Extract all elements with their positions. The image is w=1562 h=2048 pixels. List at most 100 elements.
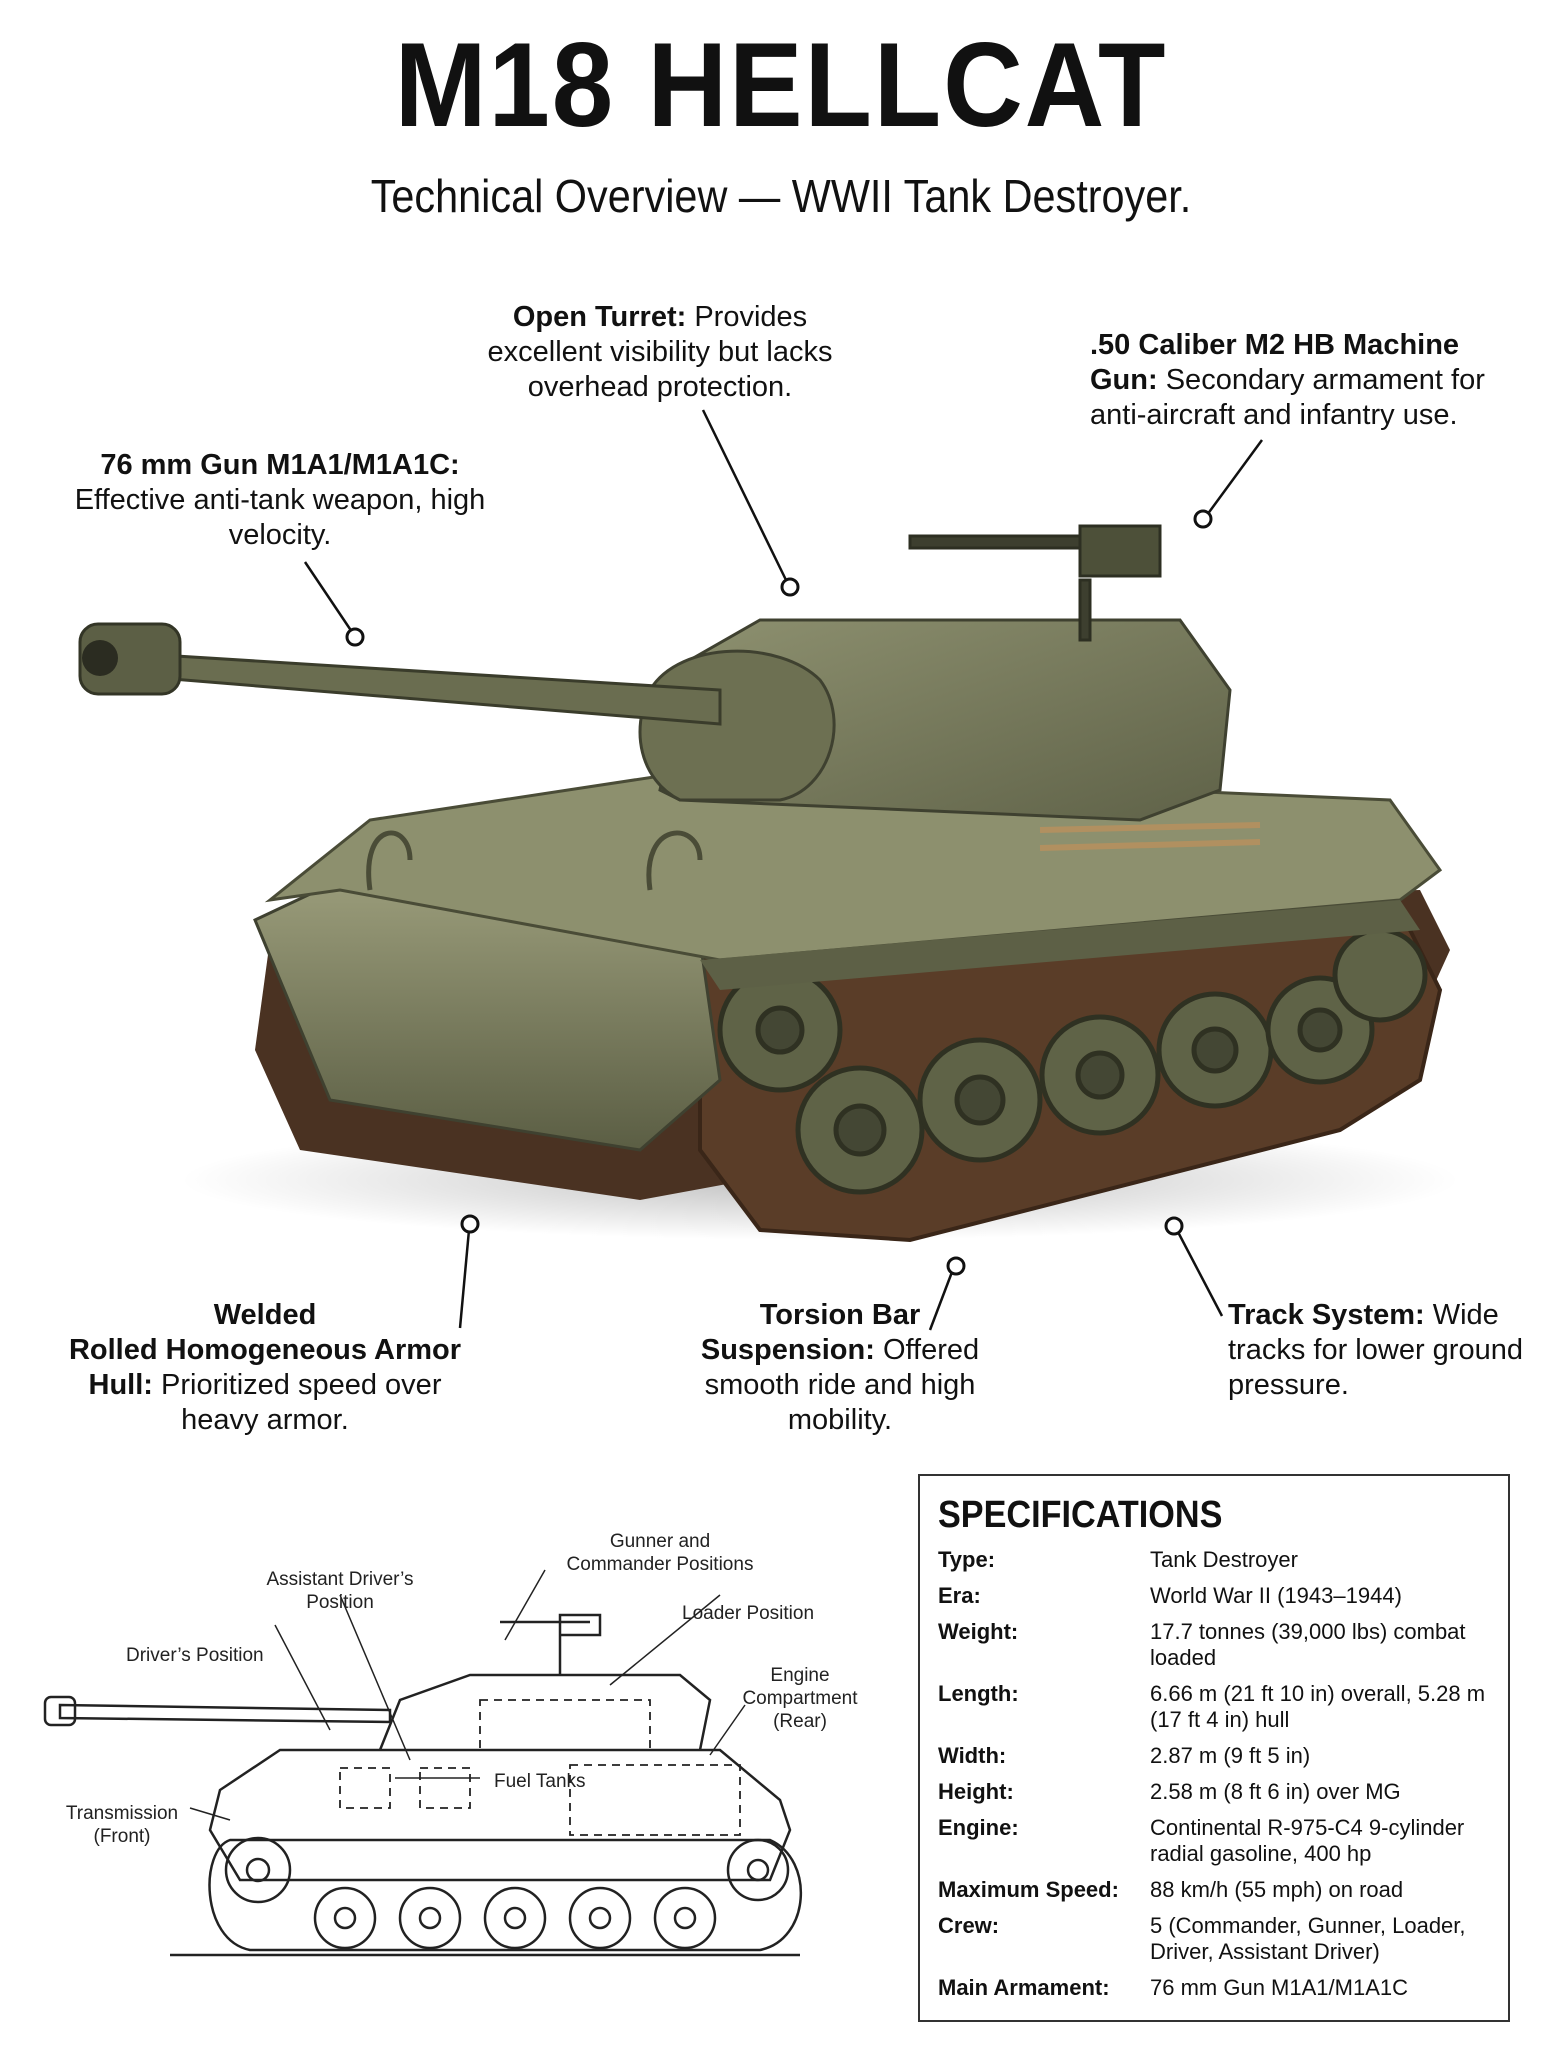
diagram-label-gunner: Gunner and Commander Positions — [560, 1530, 760, 1576]
spec-value: 6.66 m (21 ft 10 in) overall, 5.28 m (17… — [1150, 1681, 1486, 1732]
spec-value: 88 km/h (55 mph) on road — [1150, 1877, 1404, 1902]
spec-label: Length: — [938, 1681, 1019, 1706]
specifications-panel: SPECIFICATIONS Type: Tank Destroyer Era: W… — [918, 1474, 1510, 2022]
spec-row: Era: World War II (1943–1944) — [938, 1583, 1490, 1609]
headlight-guards — [366, 830, 703, 891]
diagram-label-asst-driver-2: Position — [306, 1592, 374, 1613]
spec-value: Continental R-975-C4 9-cylinder radial g… — [1150, 1815, 1465, 1866]
spec-row: Weight: 17.7 tonnes (39,000 lbs) combat l… — [938, 1619, 1490, 1671]
spec-value: 2.87 m (9 ft 5 in) — [1150, 1743, 1311, 1768]
spec-row: Height: 2.58 m (8 ft 6 in) over MG — [938, 1779, 1490, 1805]
spec-label: Height: — [938, 1779, 1014, 1804]
spec-row: Main Armament: 76 mm Gun M1A1/M1A1C — [938, 1975, 1490, 2001]
dot-hull — [460, 1214, 480, 1234]
diagram-fuel-tank-1 — [419, 1767, 471, 1809]
spec-row: Maximum Speed: 88 km/h (55 mph) on road — [938, 1877, 1490, 1903]
callout-leaders — [303, 409, 1264, 1331]
callout-turret-title: Open Turret: — [512, 301, 687, 333]
specifications-table: Type: Tank Destroyer Era: World War II (19… — [938, 1547, 1490, 2001]
diagram-turret — [378, 1673, 712, 1751]
diagram-track — [208, 1838, 802, 1952]
diagram-label-engine-2: Compartment — [742, 1688, 858, 1709]
spec-label: Crew: — [938, 1913, 1000, 1938]
diagram-fuel-tank-2 — [339, 1767, 391, 1809]
deck-rails — [1039, 822, 1261, 851]
dot-turret — [780, 577, 800, 597]
callout-tracks-text: Wide tracks for lower ground pressure. — [1228, 1299, 1523, 1401]
spec-label: Engine: — [938, 1815, 1019, 1840]
callout-tracks: Track System: Wide tracks for lower grou… — [1228, 1298, 1528, 1403]
tank-illustration — [78, 524, 1460, 1243]
diagram-label-driver: Driver’s Position — [126, 1645, 264, 1666]
machine-gun — [908, 524, 1162, 642]
diagram-label-loader: Loader Position — [682, 1603, 815, 1624]
diagram-label-transmission: Transmission (Front) — [52, 1802, 192, 1848]
leader-hull — [458, 1229, 471, 1329]
diagram-label-asst-driver: Assistant Driver’s Position — [240, 1568, 440, 1614]
spec-row: Type: Tank Destroyer — [938, 1547, 1490, 1573]
diagram-label-gunner-1: Gunner and — [609, 1531, 711, 1552]
dot-mg — [1193, 509, 1213, 529]
specifications-title: SPECIFICATIONS — [938, 1494, 1223, 1536]
diagram-label-gunner-2: Commander Positions — [566, 1554, 754, 1575]
leader-tracks — [1176, 1231, 1224, 1317]
diagram-label-engine-3: (Rear) — [773, 1711, 827, 1732]
diagram-label-asst-driver-1: Assistant Driver’s — [266, 1569, 414, 1590]
spec-value: Tank Destroyer — [1150, 1547, 1298, 1572]
dot-gun — [345, 627, 365, 647]
spec-row: Crew: 5 (Commander, Gunner, Loader, Drive… — [938, 1913, 1490, 1965]
diagram-turret-interior — [479, 1699, 651, 1751]
callout-hull-text: Prioritized speed over heavy armor. — [161, 1369, 442, 1436]
callout-gun-title: 76 mm Gun M1A1/M1A1C: — [100, 449, 460, 481]
callout-turret-text: Provides excellent visibility but lacks … — [487, 301, 833, 403]
hull-side — [700, 900, 1420, 990]
spec-value: 5 (Commander, Gunner, Loader, Driver, As… — [1150, 1913, 1466, 1964]
spec-value: World War II (1943–1944) — [1150, 1583, 1402, 1608]
dot-tracks — [1164, 1216, 1184, 1236]
callout-gun: 76 mm Gun M1A1/M1A1C: Effective anti-tan… — [70, 448, 490, 553]
leader-suspension — [928, 1271, 954, 1331]
callout-suspension: Torsion Bar Suspension: Offered smooth r… — [680, 1298, 1000, 1438]
diagram-road-wheels — [224, 1836, 790, 1950]
spec-row: Width: 2.87 m (9 ft 5 in) — [938, 1743, 1490, 1769]
page-subtitle: Technical Overview — WWII Tank Destroyer… — [370, 170, 1192, 222]
spec-label: Width: — [938, 1743, 1007, 1768]
spec-label: Weight: — [938, 1619, 1019, 1644]
spec-label: Main Armament: — [938, 1975, 1110, 2000]
spec-label: Maximum Speed: — [938, 1877, 1119, 1902]
dot-suspension — [946, 1256, 966, 1276]
diagram-label-transmission-1: Transmission — [65, 1803, 179, 1824]
spec-value: 17.7 tonnes (39,000 lbs) combat loaded — [1150, 1619, 1466, 1670]
callout-mg-text: Secondary armament for anti-aircraft and… — [1090, 364, 1485, 431]
callout-hull-title-1: Welded — [213, 1299, 317, 1331]
callout-suspension-text: Offered smooth ride and high mobility. — [704, 1334, 980, 1436]
callout-mg-title: .50 Caliber M2 HB Machine Gun: — [1090, 329, 1460, 396]
spec-row: Engine: Continental R-975-C4 9-cylinder r… — [938, 1815, 1490, 1867]
diagram-label-engine: Engine Compartment (Rear) — [720, 1664, 880, 1733]
diagram-label-transmission-2: (Front) — [93, 1826, 151, 1847]
spec-row: Length: 6.66 m (21 ft 10 in) overall, 5.2… — [938, 1681, 1490, 1733]
callout-hull-title-3: Hull: — [88, 1369, 153, 1401]
diagram-engine-compartment — [569, 1764, 741, 1836]
callout-turret: Open Turret: Provides excellent visibili… — [460, 300, 860, 405]
callout-mg: .50 Caliber M2 HB Machine Gun: Secondary… — [1090, 328, 1510, 433]
tank-line-diagram — [43, 1569, 802, 1957]
callout-hull: Welded Rolled Homogeneous Armor Hull: Pr… — [55, 1298, 475, 1438]
spec-value: 76 mm Gun M1A1/M1A1C — [1150, 1975, 1408, 2000]
callout-gun-text: Effective anti-tank weapon, high velocit… — [74, 484, 486, 551]
callout-suspension-title: Torsion Bar Suspension: — [700, 1299, 921, 1366]
callout-hull-title-2: Rolled Homogeneous Armor — [68, 1334, 462, 1366]
spec-value: 2.58 m (8 ft 6 in) over MG — [1150, 1779, 1401, 1804]
leader-mg — [1205, 439, 1264, 516]
page-title: M18 HELLCAT — [394, 18, 1168, 152]
diagram-barrel — [58, 1703, 392, 1724]
leader-turret — [701, 409, 788, 581]
leader-gun — [303, 561, 354, 633]
road-wheels — [717, 927, 1428, 1195]
diagram-muzzle — [43, 1695, 77, 1727]
diagram-label-engine-1: Engine — [770, 1665, 830, 1686]
callout-tracks-title: Track System: — [1228, 1299, 1425, 1331]
spec-label: Type: — [938, 1547, 996, 1572]
spec-label: Era: — [938, 1583, 981, 1608]
diagram-label-fuel: Fuel Tanks — [494, 1771, 586, 1792]
